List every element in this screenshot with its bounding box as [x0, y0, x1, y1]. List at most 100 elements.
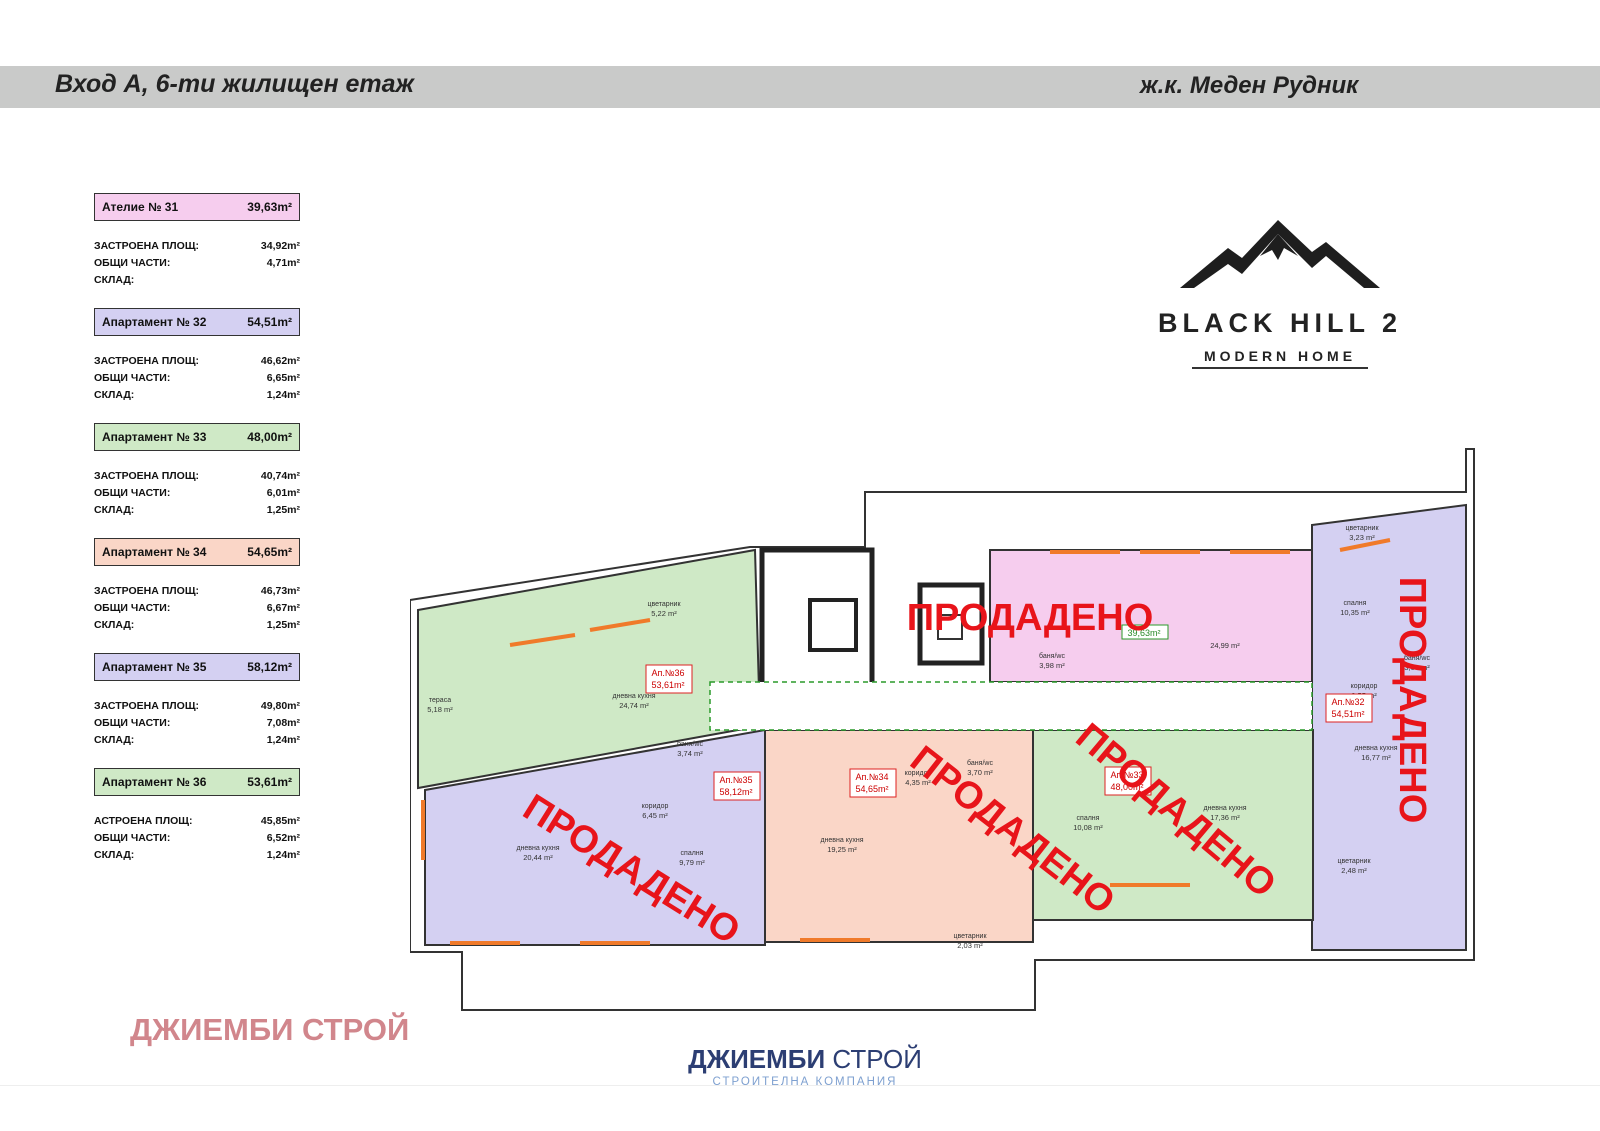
- unit-name: Апартамент № 33: [102, 430, 207, 444]
- room-name: спалня: [681, 850, 704, 857]
- stat-value: 45,85m²: [260, 815, 300, 827]
- stat-label: СКЛАД:: [94, 849, 135, 861]
- stat-label: ОБЩИ ЧАСТИ:: [94, 257, 171, 269]
- stat-row: ЗАСТРОЕНА ПЛОЩ:49,80m²: [94, 698, 300, 715]
- stat-value: 6,67m²: [266, 602, 300, 614]
- footer-name-light: СТРОЙ: [825, 1044, 922, 1074]
- header-bar: Вход А, 6-ти жилищен етаж ж.к. Меден Руд…: [0, 66, 1600, 108]
- unit-box: Апартамент № 33 48,00m²: [94, 423, 300, 451]
- stat-label: СКЛАД:: [94, 389, 135, 401]
- stat-value: 46,73m²: [260, 585, 300, 597]
- room-area: 24,99 m²: [1210, 641, 1240, 650]
- stat-label: ОБЩИ ЧАСТИ:: [94, 602, 171, 614]
- apartment-tag-area: 53,61m²: [651, 680, 684, 690]
- room-name: дневна кухня: [516, 845, 559, 852]
- stat-row: ОБЩИ ЧАСТИ:7,08m²: [94, 715, 300, 732]
- stat-value: 4,71m²: [266, 257, 300, 269]
- stat-row: ЗАСТРОЕНА ПЛОЩ:40,74m²: [94, 468, 300, 485]
- apartment-tag-area: 58,12m²: [719, 787, 752, 797]
- apartment-tag-box: [1104, 766, 1152, 796]
- unit-stats: ЗАСТРОЕНА ПЛОЩ:46,62m² ОБЩИ ЧАСТИ: 6,65m² С…: [94, 353, 300, 404]
- room-name: цветарник: [647, 601, 681, 608]
- unit-name: Апартамент № 35: [102, 660, 207, 674]
- room-name: цветарник: [1345, 525, 1379, 532]
- room-area: 3,70 m²: [967, 768, 993, 777]
- footer-logo: ДЖИЕМБИ СТРОЙ СТРОИТЕЛНА КОМПАНИЯ: [680, 1044, 930, 1088]
- footer-name-bold: ДЖИЕМБИ: [688, 1044, 826, 1074]
- stat-value: 1,24m²: [266, 849, 300, 861]
- unit-name: Апартамент № 36: [102, 775, 207, 789]
- logo-brand: BLACK HILL 2: [1157, 308, 1402, 338]
- stat-label: СКЛАД:: [94, 274, 135, 286]
- unit-total: 54,51m²: [247, 315, 292, 329]
- stat-row: ОБЩИ ЧАСТИ: 6,67m²: [94, 600, 300, 617]
- room-area: 19,25 m²: [827, 845, 857, 854]
- stat-value: 1,25m²: [266, 504, 300, 516]
- stat-value: 6,52m²: [266, 832, 300, 844]
- stat-value: 1,25m²: [266, 619, 300, 631]
- unit-total: 39,63m²: [247, 200, 292, 214]
- watermark: ДЖИЕМБИ СТРОЙ: [130, 1012, 410, 1047]
- stat-row: СКЛАД: 1,25m²: [94, 617, 300, 634]
- room-name: дневна кухня: [1354, 745, 1397, 752]
- stat-label: ЗАСТРОЕНА ПЛОЩ:: [94, 585, 200, 597]
- room-area: 2,48 m²: [1341, 866, 1367, 875]
- apartment-tag-name: Ап.№33: [1110, 770, 1143, 780]
- room-name: баня/wc: [1404, 654, 1430, 662]
- room-name: дневна кухня: [612, 693, 655, 700]
- room-area: 9,79 m²: [679, 858, 705, 867]
- apartment-tag-area: 48,00m²: [1110, 782, 1143, 792]
- stat-row: ОБЩИ ЧАСТИ: 4,71m²: [94, 255, 300, 272]
- stat-value: 6,65m²: [266, 372, 300, 384]
- apartment-tag-box: [1325, 693, 1373, 723]
- room-area: 10,35 m²: [1340, 608, 1370, 617]
- room-area: 3,64 m²: [1404, 663, 1430, 672]
- room-name: дневна кухня: [820, 837, 863, 844]
- footer-tagline: СТРОИТЕЛНА КОМПАНИЯ: [712, 1076, 898, 1088]
- stat-row: ЗАСТРОЕНА ПЛОЩ: 46,73m²: [94, 583, 300, 600]
- sold-stamp: ПРОДАДЕНО: [907, 597, 1154, 639]
- room-name: дневна кухня: [1203, 805, 1246, 812]
- apartment-tag-area: 39,63m²: [1127, 628, 1160, 638]
- room-name: цветарник: [953, 933, 987, 940]
- unit-total: 48,00m²: [247, 430, 292, 444]
- stat-value: 40,74m²: [260, 470, 300, 482]
- room-name: коридор: [642, 803, 669, 810]
- apartment-tag-box: [849, 768, 897, 798]
- room-area: 6,45 m²: [642, 811, 668, 820]
- apartment-tag-box: [645, 664, 693, 694]
- room-area: 4,35 m²: [905, 778, 931, 787]
- sold-stamp: ПРОДАДЕНО: [1391, 577, 1433, 824]
- stat-row: ОБЩИ ЧАСТИ: 6,65m²: [94, 370, 300, 387]
- stat-value: 49,80m²: [260, 700, 300, 712]
- unit-total: 54,65m²: [247, 545, 292, 559]
- apartment-tag-box: [1121, 624, 1169, 640]
- stat-label: СКЛАД:: [94, 619, 135, 631]
- room-area: 16,77 m²: [1361, 753, 1391, 762]
- unit-stats: ЗАСТРОЕНА ПЛОЩ: 46,73m² ОБЩИ ЧАСТИ: 6,67m² С…: [94, 583, 300, 634]
- stat-label: ОБЩИ ЧАСТИ:: [94, 487, 171, 499]
- stat-label: ОБЩИ ЧАСТИ:: [94, 717, 171, 729]
- logo-tagline: MODERN HOME: [1203, 348, 1357, 364]
- stat-label: ОБЩИ ЧАСТИ:: [94, 372, 171, 384]
- unit-box: Ателие № 31 39,63m²: [94, 193, 300, 221]
- room-area: 20,44 m²: [523, 853, 553, 862]
- stat-label: СКЛАД:: [94, 504, 135, 516]
- room-area: 3,23 m²: [1349, 533, 1375, 542]
- stat-label: АСТРОЕНА ПЛОЩ:: [94, 815, 193, 827]
- unit-name: Ателие № 31: [102, 200, 179, 214]
- apartment-tag-area: 54,51m²: [1331, 709, 1364, 719]
- room-name: баня/wc: [967, 759, 993, 767]
- room-name: спалня: [1077, 815, 1100, 822]
- stat-row: ЗАСТРОЕНА ПЛОЩ:46,62m²: [94, 353, 300, 370]
- apartment-tag-name: Ап.№36: [651, 668, 684, 678]
- mountain-icon: [1180, 220, 1380, 288]
- room-name: цветарник: [1337, 858, 1371, 865]
- apartment-tag-name: Ап.№32: [1331, 697, 1364, 707]
- stat-value: 1,24m²: [266, 734, 300, 746]
